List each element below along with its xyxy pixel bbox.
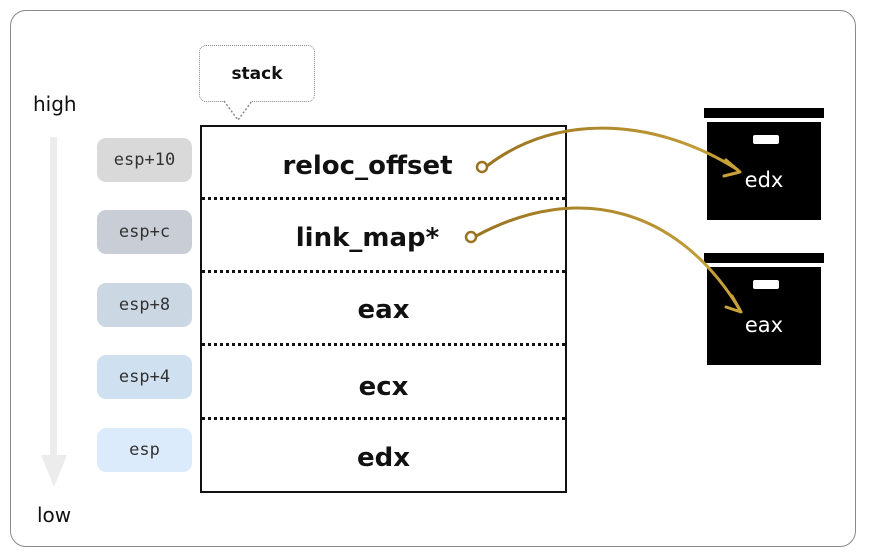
offset-pill-esp-4: esp+4 xyxy=(97,355,192,399)
stack-divider xyxy=(202,343,565,346)
offset-pill-esp-c: esp+c xyxy=(97,210,192,254)
stack-cell-reloc-offset: reloc_offset xyxy=(282,151,453,181)
stack-cell-ecx: ecx xyxy=(358,372,409,402)
stack-callout: stack xyxy=(199,45,315,102)
register-lid xyxy=(704,253,824,263)
stack-callout-label: stack xyxy=(231,63,283,84)
stack-divider xyxy=(202,270,565,273)
direction-arrow-shaft xyxy=(50,137,57,457)
register-eax-label: eax xyxy=(744,313,784,337)
axis-low-label: low xyxy=(37,503,72,527)
register-lid xyxy=(704,108,824,118)
stack-cell-link-map: link_map* xyxy=(295,223,440,253)
offset-pill-esp-10: esp+10 xyxy=(97,138,192,182)
register-edx-label: edx xyxy=(744,168,784,192)
stack-box: reloc_offset link_map* eax ecx edx xyxy=(200,125,567,493)
stack-divider xyxy=(202,417,565,420)
stack-cell-eax: eax xyxy=(357,295,410,325)
stack-divider xyxy=(202,197,565,200)
register-handle-icon xyxy=(753,280,779,289)
register-handle-icon xyxy=(753,135,779,144)
stack-cell-edx: edx xyxy=(356,443,410,473)
down-arrow-icon xyxy=(41,455,67,487)
register-body: eax xyxy=(707,267,821,365)
register-body: edx xyxy=(707,122,821,220)
offset-pill-esp-8: esp+8 xyxy=(97,283,192,327)
offset-pill-esp: esp xyxy=(97,428,192,472)
axis-high-label: high xyxy=(33,92,77,116)
